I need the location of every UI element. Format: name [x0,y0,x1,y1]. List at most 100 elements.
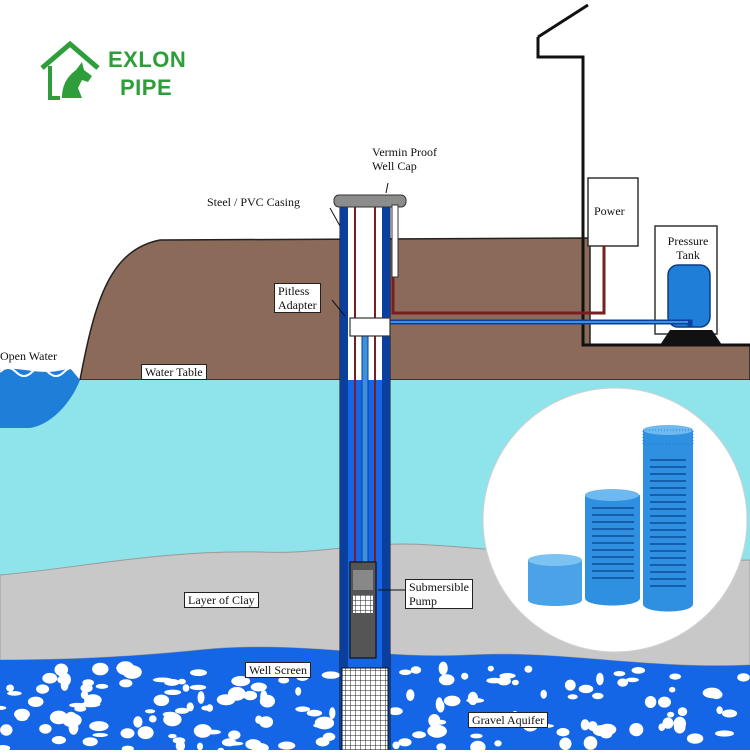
pebble [228,730,241,740]
open-water-label: Open Water [0,349,58,363]
pebble [57,676,66,684]
pebble [313,723,330,728]
casing-label: Steel / PVC Casing [207,195,301,209]
pebble [7,691,22,696]
pebble [592,692,604,700]
pebble [69,702,86,708]
pebble [231,676,251,687]
pebble [388,707,403,716]
pebble [499,673,516,679]
pebble [392,741,400,750]
pebble [556,728,570,737]
pebble [197,742,203,751]
well-cap-label: Vermin Proof Well Cap [372,145,437,173]
brand-name-line2: PIPE [120,75,173,100]
pebble [152,677,173,683]
pebble [182,684,190,692]
well-screen-label: Well Screen [245,662,312,678]
pebble [144,709,156,714]
pebble [329,707,336,719]
pebble [295,706,311,712]
pitless-adapter-label: Pitless Adapter [274,283,321,313]
pebble [629,723,644,737]
pebble [399,669,412,676]
brand-logo: EXLON PIPE [38,40,198,102]
pebble [497,676,511,686]
pebble [438,674,455,686]
pebble [673,720,686,734]
power-box [587,177,639,247]
pebble [42,672,58,684]
submersible-pump-label: Submersible Pump [405,579,473,609]
pebble [613,671,626,677]
pvc-pipes-photo [528,425,694,612]
pebble [398,738,412,747]
pressure-tank [667,264,711,328]
pebble [662,717,674,729]
pebble [721,709,738,718]
pebble [583,736,598,750]
pebble [524,665,533,673]
pebble [36,684,50,694]
well-screen [341,667,389,751]
pebble [578,684,594,694]
power-label: Power [594,204,625,218]
pebble [95,683,109,689]
pebble [580,719,590,731]
pebble [412,731,426,739]
pebble [406,689,415,701]
pebble [443,695,461,707]
pebble [82,737,98,747]
pebble [486,677,502,684]
pebble [410,666,422,674]
pebble [89,721,109,732]
pebble [715,730,734,737]
pebble [68,721,79,735]
pebble [193,724,212,738]
pitless-adapter [349,317,391,337]
gravel-aquifer-label: Gravel Aquifer [468,712,549,728]
house-horse-logo-icon [40,40,100,100]
pebble [494,740,502,747]
pebble [427,724,447,738]
pebble [39,724,52,734]
pebble [153,694,170,706]
layer-of-clay-label: Layer of Clay [184,592,259,608]
pebble [84,694,102,706]
pebble [175,707,189,714]
pebble [162,711,178,718]
pebble [306,709,323,717]
pebble [702,687,722,699]
pressure-tank-label: Pressure Tank [667,234,709,262]
pebble [596,672,604,686]
water-table-label: Water Table [141,364,207,380]
pebble [137,726,154,740]
pebble [14,708,30,720]
pebble [51,736,66,745]
pebble [177,678,186,685]
pebble [592,725,610,737]
pebble [466,698,485,703]
pebble [559,737,572,751]
pebble [250,682,267,692]
pebble [461,672,469,680]
pebble [0,724,13,736]
gravel-pebbles [0,661,750,754]
pebble [564,679,576,691]
pebble [278,676,290,684]
pebble [149,715,157,723]
pebble [80,690,89,700]
pebble [190,669,207,677]
pebble [259,716,274,728]
pebble [120,728,135,739]
pebble [278,741,296,750]
pebble [133,716,143,728]
pebble [438,661,448,675]
pebble [470,733,483,739]
pebble [321,671,341,679]
pebble [116,661,135,676]
pebble [228,686,246,701]
open-water-body [0,368,80,428]
pebble [168,733,177,739]
